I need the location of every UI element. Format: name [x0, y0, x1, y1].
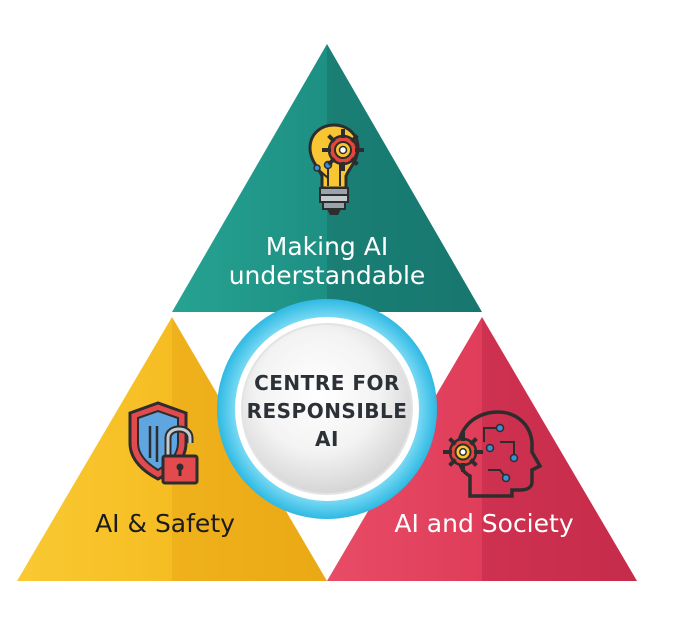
center-title-line1: CENTRE FOR	[254, 371, 400, 395]
top-section-label-line1: Making AI	[266, 232, 388, 261]
right-section-label: AI and Society	[394, 509, 573, 538]
left-section-label: AI & Safety	[95, 509, 235, 538]
center-title-line2: RESPONSIBLE	[247, 399, 408, 423]
lightbulb-gear-icon	[308, 123, 364, 215]
center-core	[241, 323, 413, 495]
ai-head-gear-icon	[443, 410, 543, 498]
shield-padlock-icon	[128, 401, 199, 485]
top-section-label-line2: understandable	[229, 261, 426, 290]
right-triangle	[327, 317, 637, 581]
center-title-line3: AI	[315, 427, 339, 451]
